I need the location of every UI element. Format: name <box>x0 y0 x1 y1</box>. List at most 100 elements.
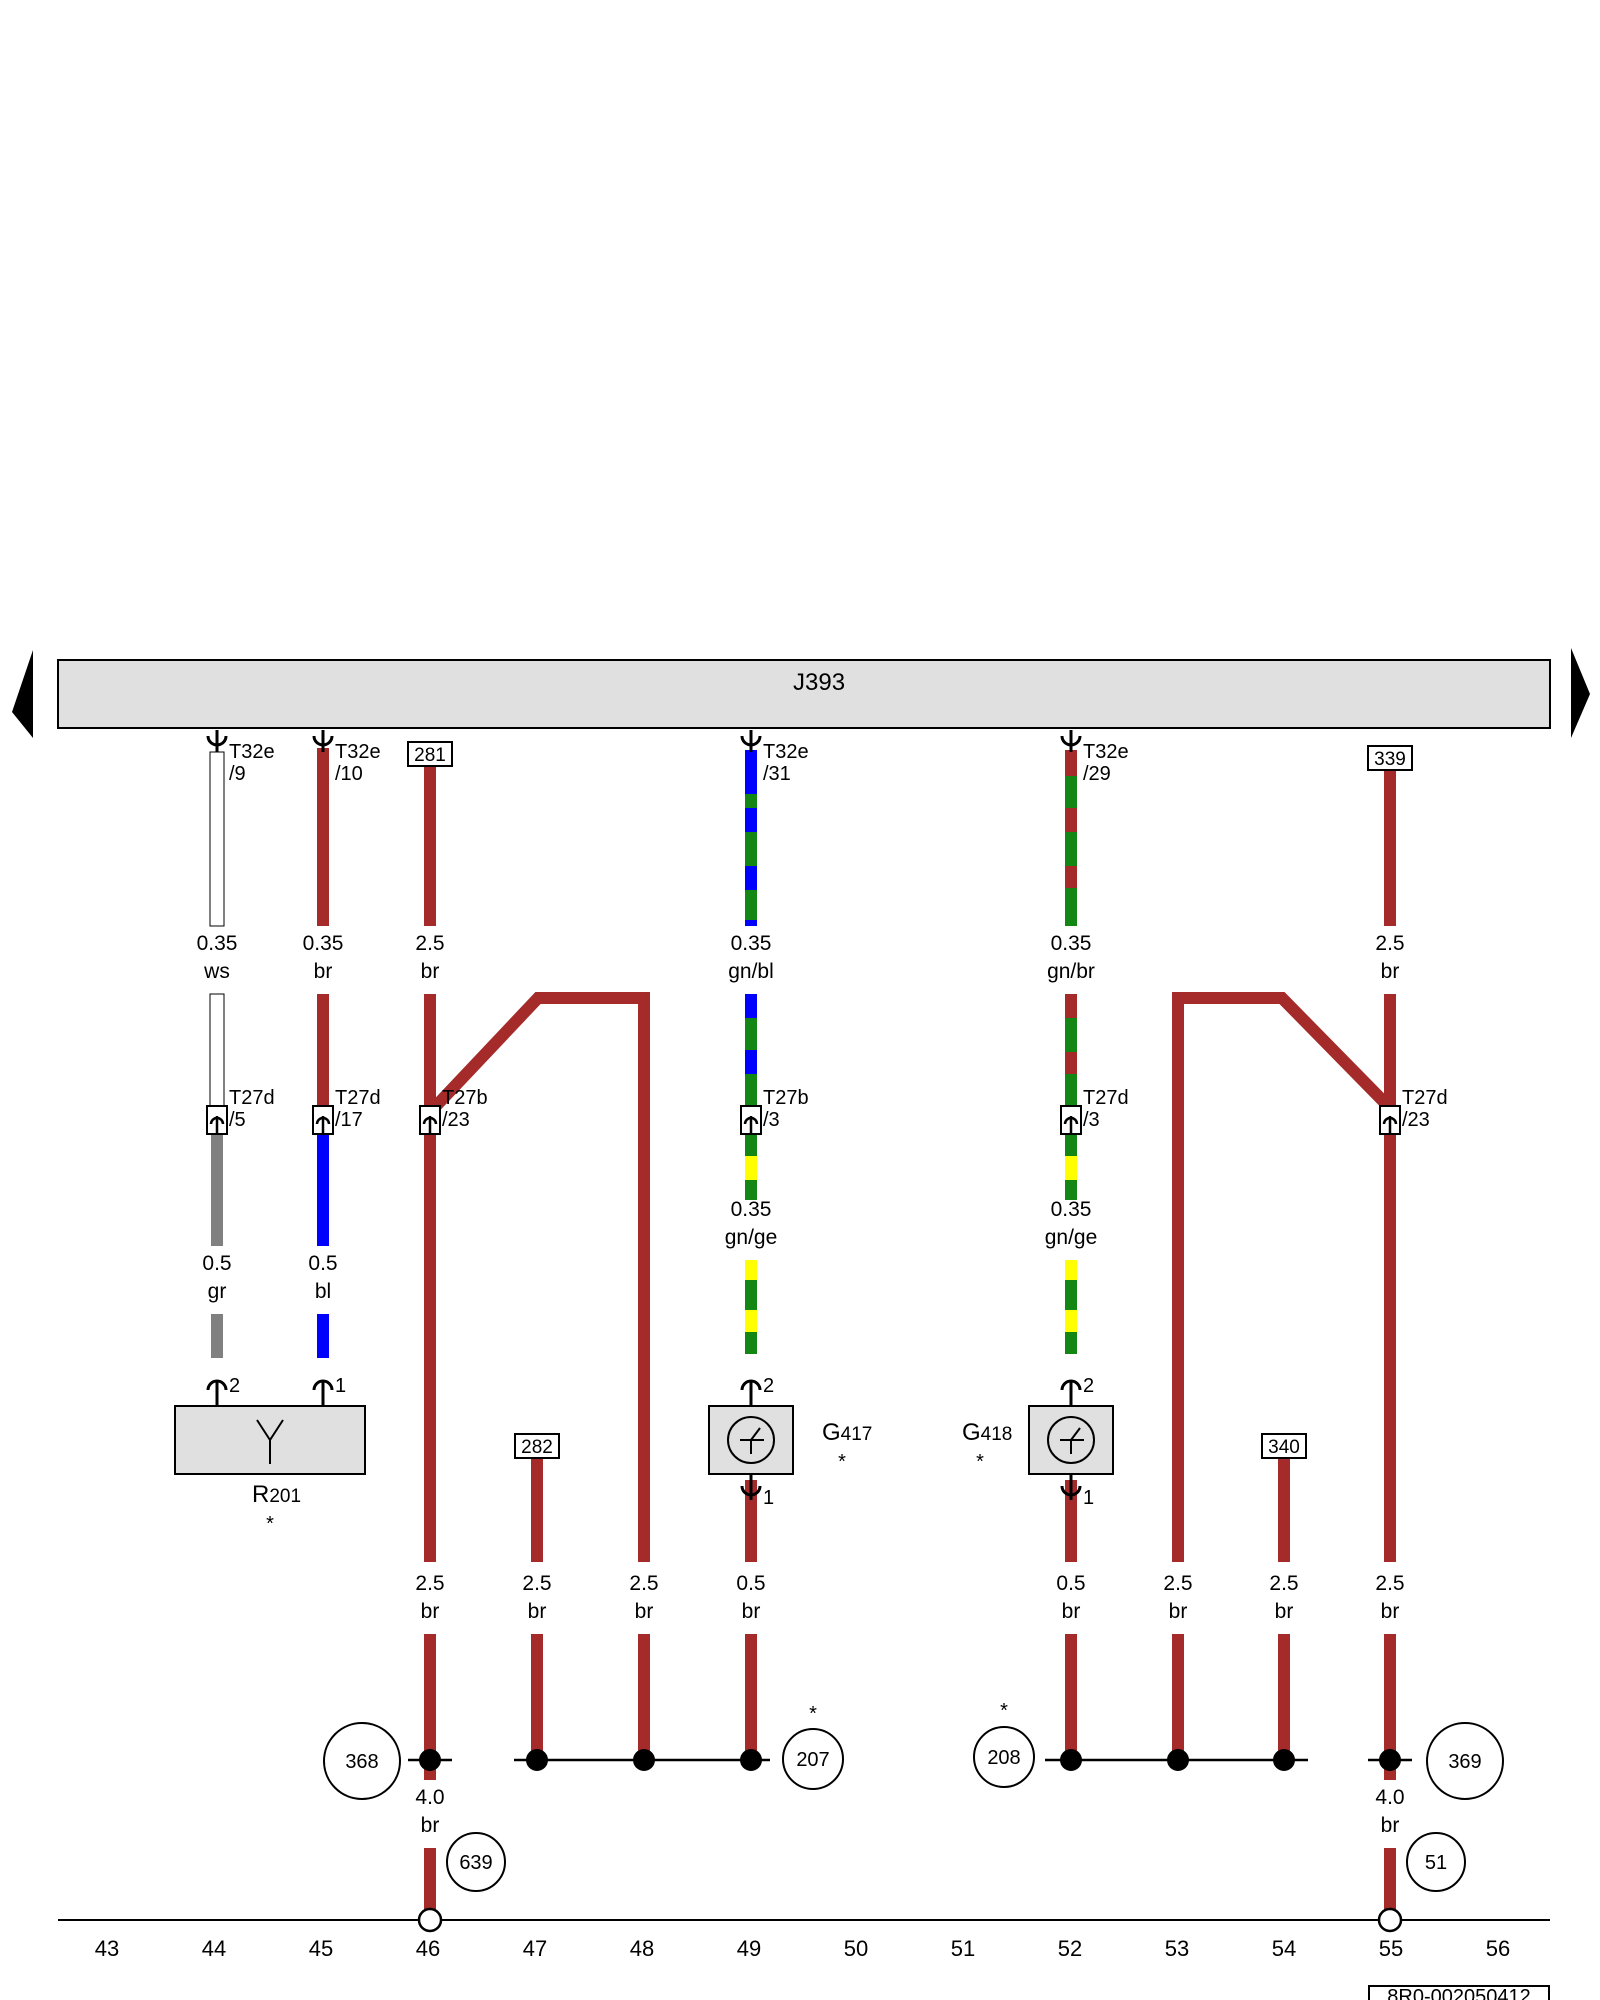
wire-55a-size: 2.5 <box>1375 932 1404 955</box>
wire-55-low <box>1384 1634 1396 1780</box>
component-r201[interactable] <box>174 1405 366 1475</box>
g417-label: G417 <box>822 1419 872 1446</box>
component-g417[interactable] <box>708 1405 794 1475</box>
r201-label: R201 <box>252 1481 301 1508</box>
connector-44-top-id: T32e <box>229 741 275 763</box>
control-unit-j393: J393 <box>57 659 1551 729</box>
ref-box-281[interactable]: 281 <box>407 741 453 767</box>
connector-46-mid-pin: /23 <box>442 1109 470 1131</box>
connector-45-top-pin: /10 <box>335 763 363 785</box>
wire-labels-row-4: 4.0 br 4.0 br <box>415 1786 1404 1837</box>
wire-45b-color: bl <box>315 1280 331 1303</box>
wire-52a-size: 0.35 <box>1051 932 1092 955</box>
ref-281-label: 281 <box>414 745 446 766</box>
ground-368[interactable]: 368 <box>323 1722 401 1800</box>
g418-note: * <box>976 1451 984 1473</box>
connector-44-top-pin: /9 <box>229 763 246 785</box>
connector-49-mid-pin: /3 <box>763 1109 780 1131</box>
r201-letter: R <box>252 1481 269 1508</box>
wire-46a-size: 2.5 <box>415 932 444 955</box>
wire-53-low <box>1172 1634 1184 1760</box>
mid-connector-pins <box>209 1116 1398 1134</box>
wire-52-top-lower <box>1065 994 1077 1106</box>
ref-box-282[interactable]: 282 <box>514 1433 560 1459</box>
previous-page-arrow[interactable] <box>12 650 33 738</box>
wire-46-mid <box>424 994 436 1562</box>
g418-label: G418 <box>962 1419 1012 1446</box>
wire-49c-color: br <box>742 1600 761 1623</box>
g417-note: * <box>838 1451 846 1473</box>
mid-connector-boxes <box>206 1105 1401 1135</box>
column-number: 54 <box>1272 1936 1296 1961</box>
wire-branch-53-55 <box>1172 992 1393 1562</box>
wire-46c-size: 2.5 <box>415 1572 444 1595</box>
column-number: 52 <box>1058 1936 1082 1961</box>
ground-369[interactable]: 369 <box>1426 1722 1504 1800</box>
wire-55-mid <box>1384 994 1396 1562</box>
wire-45-bottom-lower <box>317 1314 329 1358</box>
wire-55c-color: br <box>1381 1600 1400 1623</box>
wire-49b-color: gn/ge <box>725 1226 778 1249</box>
antenna-icon <box>256 1419 284 1464</box>
wire-55-top <box>1384 770 1396 926</box>
junction-dots <box>419 1749 1401 1771</box>
connector-55-mid-pin: /23 <box>1402 1109 1430 1131</box>
connector-49-top-id: T32e <box>763 741 809 763</box>
wire-55c-size: 2.5 <box>1375 1572 1404 1595</box>
wire-54-low <box>1278 1634 1290 1760</box>
wire-55d-color: br <box>1381 1814 1400 1837</box>
g418-pin-2: 2 <box>1083 1375 1094 1397</box>
wire-44a-color: ws <box>203 960 230 983</box>
ref-340-label: 340 <box>1268 1437 1300 1458</box>
next-page-arrow[interactable] <box>1571 648 1590 738</box>
ref-282-label: 282 <box>521 1437 553 1458</box>
ref-box-340[interactable]: 340 <box>1261 1433 1307 1459</box>
g417-pin-1: 1 <box>763 1487 774 1509</box>
wire-49-ground-low <box>745 1634 757 1760</box>
ref-box-339[interactable]: 339 <box>1367 745 1413 771</box>
connector-44-mid-pin: /5 <box>229 1109 246 1131</box>
column-number: 43 <box>95 1936 119 1961</box>
r201-number: 201 <box>269 1486 301 1507</box>
wire-46c-color: br <box>421 1600 440 1623</box>
column-number: 55 <box>1379 1936 1403 1961</box>
wire-48c-size: 2.5 <box>629 1572 658 1595</box>
ground-639[interactable]: 639 <box>446 1832 506 1892</box>
wire-44b-color: gr <box>208 1280 227 1303</box>
connector-46-mid-id: T27b <box>442 1087 488 1109</box>
ground-51[interactable]: 51 <box>1406 1832 1466 1892</box>
wire-55-ground <box>1384 1848 1396 1910</box>
sensor-icon <box>1047 1416 1095 1464</box>
column-number: 53 <box>1165 1936 1189 1961</box>
ground-207-note: * <box>809 1703 817 1725</box>
wire-55a-color: br <box>1381 960 1400 983</box>
ground-208[interactable]: 208 <box>973 1726 1035 1788</box>
ground-51-label: 51 <box>1425 1852 1447 1874</box>
wire-49-bottom <box>745 1134 757 1354</box>
wire-49b-size: 0.35 <box>731 1198 772 1221</box>
r201-pin-2: 2 <box>229 1375 240 1397</box>
connector-45-mid-pin: /17 <box>335 1109 363 1131</box>
wire-labels-row-3: 2.5 br 2.5 br 2.5 br 0.5 br 0.5 br 2.5 b… <box>415 1572 1404 1623</box>
ground-207[interactable]: 207 <box>782 1728 844 1790</box>
connector-45-mid-id: T27d <box>335 1087 381 1109</box>
wire-52-ground-low <box>1065 1634 1077 1760</box>
wire-52a-color: gn/br <box>1047 960 1095 983</box>
wire-54c-color: br <box>1275 1600 1294 1623</box>
column-number: 44 <box>202 1936 226 1961</box>
wire-53c-color: br <box>1169 1600 1188 1623</box>
wire-44-top <box>209 751 225 1107</box>
wire-47-low <box>531 1634 543 1760</box>
wire-45a-color: br <box>314 960 333 983</box>
column-number: 47 <box>523 1936 547 1961</box>
component-g418[interactable] <box>1028 1405 1114 1475</box>
column-number: 56 <box>1486 1936 1510 1961</box>
column-number: 46 <box>416 1936 440 1961</box>
r201-pin-1: 1 <box>335 1375 346 1397</box>
pin-symbols-g417 <box>740 1379 762 1500</box>
wire-44-bottom-lower <box>211 1314 223 1358</box>
wire-47c-color: br <box>528 1600 547 1623</box>
wire-49c-size: 0.5 <box>736 1572 765 1595</box>
wire-46a-color: br <box>421 960 440 983</box>
